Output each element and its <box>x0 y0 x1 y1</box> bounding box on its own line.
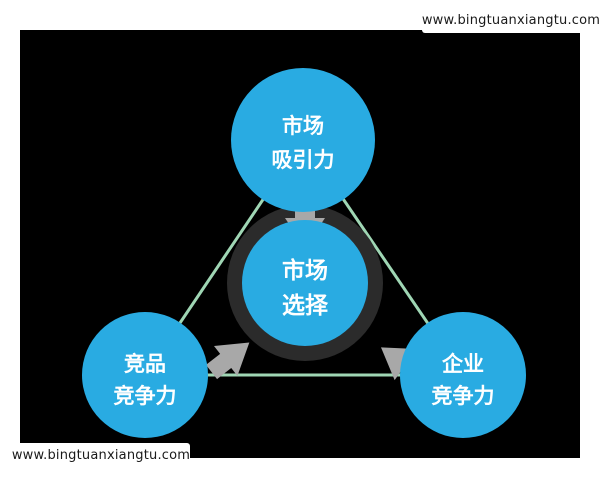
node-market-selection-label-line2: 选择 <box>282 293 329 319</box>
watermark-top-right: www.bingtuanxiangtu.com <box>422 8 600 33</box>
triangle-relationship-diagram: 市场 吸引力 竞品 竞争力 企业 竞争力 市场 选择 <box>82 68 526 438</box>
node-competitor-competitiveness-circle[interactable] <box>82 312 208 438</box>
watermark-bottom-left: www.bingtuanxiangtu.com <box>12 443 190 468</box>
arrow-bottom-left-to-center-icon <box>205 342 250 380</box>
node-market-attraction-label-line1: 市场 <box>282 114 324 138</box>
node-competitor-competitiveness[interactable]: 竞品 竞争力 <box>82 312 208 438</box>
node-enterprise-competitiveness-circle[interactable] <box>400 312 526 438</box>
node-market-attraction[interactable]: 市场 吸引力 <box>231 68 375 212</box>
diagram-canvas: 市场 吸引力 竞品 竞争力 企业 竞争力 市场 选择 <box>20 30 580 458</box>
node-enterprise-competitiveness-label-line1: 企业 <box>441 352 484 376</box>
node-enterprise-competitiveness-label-line2: 竞争力 <box>432 384 495 408</box>
node-enterprise-competitiveness[interactable]: 企业 竞争力 <box>400 312 526 438</box>
node-market-attraction-circle[interactable] <box>231 68 375 212</box>
node-competitor-competitiveness-label-line2: 竞争力 <box>114 384 177 408</box>
node-market-selection[interactable]: 市场 选择 <box>242 220 368 346</box>
node-market-selection-circle[interactable] <box>242 220 368 346</box>
node-market-selection-label-line1: 市场 <box>282 257 328 284</box>
node-market-attraction-label-line2: 吸引力 <box>272 148 335 172</box>
node-competitor-competitiveness-label-line1: 竞品 <box>124 352 166 376</box>
